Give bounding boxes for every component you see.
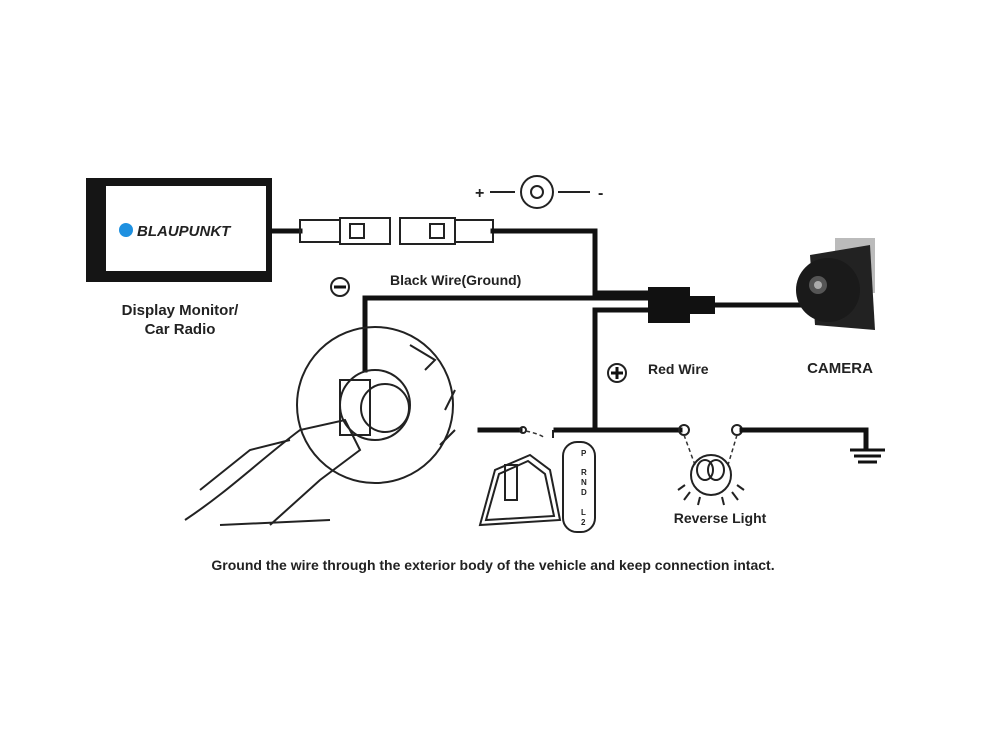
caption: Ground the wire through the exterior bod…	[211, 557, 774, 573]
ground-symbol-icon	[850, 448, 885, 464]
power-source-icon	[520, 175, 554, 209]
monitor-label-line2: Car Radio	[145, 321, 216, 338]
connector-cable	[270, 217, 598, 296]
gear-shifter-icon	[478, 441, 596, 533]
svg-text:P: P	[581, 449, 587, 458]
camera-label: CAMERA	[807, 360, 873, 377]
svg-text:N: N	[581, 478, 587, 487]
negative-terminal-icon	[330, 277, 350, 297]
camera-icon	[796, 238, 875, 330]
display-monitor: BLAUPUNKT	[86, 178, 272, 282]
red-wire-label: Red Wire	[648, 361, 709, 377]
positive-terminal-icon	[607, 363, 627, 383]
svg-text:L: L	[581, 508, 586, 517]
gear-positions: P R N D L 2	[581, 449, 587, 527]
svg-text:R: R	[581, 468, 587, 477]
camera-plug	[648, 287, 690, 323]
reverse-light-icon	[677, 434, 745, 506]
svg-text:D: D	[581, 488, 587, 497]
black-wire-label: Black Wire(Ground)	[390, 272, 521, 288]
reverse-light-label: Reverse Light	[674, 510, 767, 526]
monitor-label-line1: Display Monitor/	[122, 302, 240, 319]
ground-bolt-illustration	[184, 326, 456, 526]
plus-sign: +	[475, 185, 484, 202]
brand-name: BLAUPUNKT	[137, 223, 232, 240]
svg-text:2: 2	[581, 518, 586, 527]
brand-logo-icon	[119, 223, 133, 237]
minus-sign: -	[598, 185, 603, 202]
